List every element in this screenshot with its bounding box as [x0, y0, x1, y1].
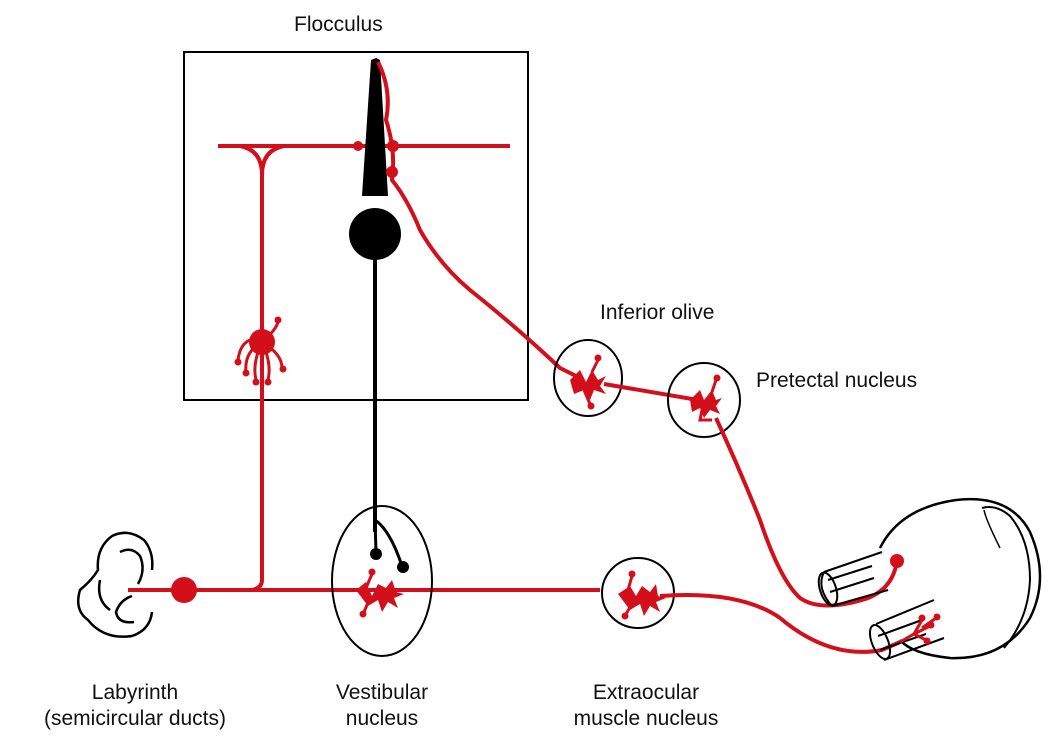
- motor-axon: [659, 592, 901, 654]
- olive-dendrites: [582, 359, 600, 405]
- purkinje-cell-body: [349, 208, 401, 260]
- eyeball-outline: [878, 497, 1042, 660]
- extraocular-neuron: [618, 584, 666, 616]
- flocculus-box: [183, 51, 529, 401]
- pretectal-dendrites: [698, 379, 718, 422]
- dendrite-tip: [264, 378, 272, 386]
- retina-terminal: [890, 554, 904, 568]
- parallel-fiber-branch-right: [260, 144, 285, 176]
- purkinje-dendrite: [362, 58, 388, 196]
- label-extraocular-line1: Extraocular: [592, 681, 700, 704]
- endplate-tip: [927, 621, 935, 629]
- extraocular-neuron-dendrites: [624, 575, 634, 615]
- label-extraocular-nucleus: Extraocular muscle nucleus: [546, 680, 746, 732]
- climbing-fiber: [376, 61, 581, 380]
- extraocular-nucleus-outline: [601, 557, 675, 629]
- vestibular-neuron-dendrites: [362, 573, 374, 613]
- synapse-dot: [387, 140, 399, 152]
- label-flocculus: Flocculus: [294, 13, 383, 36]
- dendrite-tip: [587, 402, 595, 410]
- synapse-dot: [386, 166, 398, 178]
- purkinje-axon-branch: [373, 518, 404, 567]
- label-vestibular-nucleus: Vestibular nucleus: [312, 680, 452, 732]
- inferior-olive-neuron: [570, 370, 606, 400]
- extraocular-muscle-end: [868, 624, 892, 660]
- label-labyrinth: Labyrinth (semicircular ducts): [10, 680, 260, 732]
- optic-pathway: [714, 417, 898, 608]
- dendrite-tip: [359, 610, 367, 618]
- endplate-tip: [923, 637, 931, 645]
- endplate-tip: [918, 614, 926, 622]
- dendrite-tip: [274, 316, 282, 324]
- parallel-fiber-branch: [239, 144, 264, 176]
- label-inferior-olive: Inferior olive: [600, 301, 715, 324]
- dendrite-tip: [279, 365, 287, 373]
- vestibular-nucleus-outline: [331, 505, 433, 657]
- dendrite-tip: [234, 358, 242, 366]
- olive-pretectal-fiber: [603, 382, 699, 402]
- label-pretectal-nucleus: Pretectal nucleus: [756, 369, 918, 392]
- dendrite-tip: [242, 369, 250, 377]
- purkinje-terminal: [397, 561, 409, 573]
- vestibular-ganglion: [171, 577, 197, 603]
- label-labyrinth-line2: (semicircular ducts): [43, 707, 227, 730]
- pretectal-nucleus-outline: [667, 362, 741, 438]
- label-labyrinth-line1: Labyrinth: [91, 681, 179, 704]
- labyrinth-outline: [77, 531, 154, 638]
- synapse-dot: [353, 141, 363, 151]
- label-vestibular-line2: nucleus: [345, 707, 419, 730]
- cornea-inner: [983, 509, 1001, 549]
- label-extraocular-line2: muscle nucleus: [573, 707, 719, 730]
- dendrite-tip: [594, 354, 602, 362]
- dendrite-tip: [368, 568, 376, 576]
- dendrite-tip: [621, 612, 629, 620]
- optic-nerve-cylinder: [820, 551, 889, 607]
- inferior-olive-outline: [553, 339, 623, 417]
- motor-endplate: [899, 616, 937, 644]
- endplate-tip: [933, 613, 941, 621]
- vestibular-neuron: [356, 580, 404, 612]
- purkinje-terminal: [370, 548, 382, 560]
- granule-cell-dendrites: [236, 321, 284, 381]
- pretectal-neuron: [690, 390, 722, 418]
- dendrite-tip: [713, 374, 721, 382]
- extraocular-muscle-cylinder: [875, 599, 945, 661]
- dendrite-tip: [628, 570, 636, 578]
- optic-nerve-end: [817, 571, 839, 607]
- cornea: [981, 506, 1032, 649]
- label-vestibular-line1: Vestibular: [335, 681, 429, 704]
- dendrite-tip: [252, 378, 260, 386]
